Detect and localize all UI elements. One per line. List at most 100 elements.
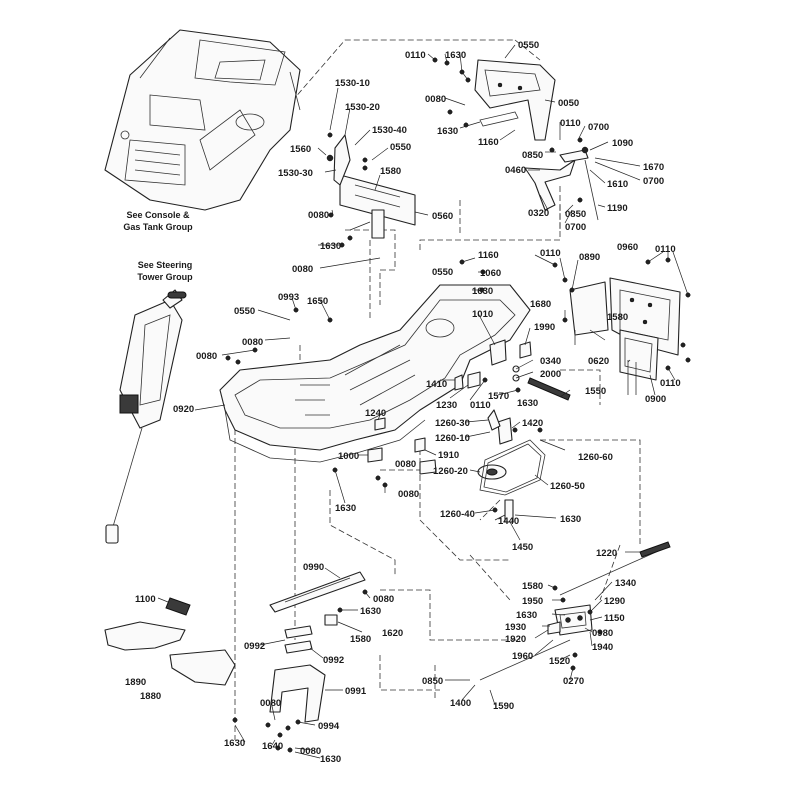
label-0110: 0110	[470, 400, 491, 411]
label-0550: 0550	[518, 40, 539, 51]
label-1550: 1550	[585, 386, 606, 397]
label-2000: 2000	[540, 369, 561, 380]
label-1260-40: 1260-40	[440, 509, 475, 520]
label-1260-10: 1260-10	[435, 433, 470, 444]
label-0270: 0270	[563, 676, 584, 687]
pulley-group	[477, 409, 546, 523]
label-0050: 0050	[558, 98, 579, 109]
label-0700: 0700	[565, 222, 586, 233]
label-0110: 0110	[405, 50, 426, 61]
label-0460: 0460	[505, 165, 526, 176]
label-0980: 0980	[592, 628, 613, 639]
label-1610: 1610	[607, 179, 628, 190]
label-1260-30: 1260-30	[435, 418, 470, 429]
label-0850: 0850	[422, 676, 443, 687]
label-0080: 0080	[300, 746, 321, 757]
label-0080: 0080	[308, 210, 329, 221]
loose-parts	[104, 339, 571, 686]
label-0080: 0080	[425, 94, 446, 105]
seat-rail-group	[269, 571, 366, 723]
label-1090: 1090	[612, 138, 633, 149]
rear-brackets	[569, 277, 681, 395]
label-0990: 0990	[303, 562, 324, 573]
label-0960: 0960	[617, 242, 638, 253]
label-0560: 0560	[432, 211, 453, 222]
label-1880: 1880	[140, 691, 161, 702]
label-1630: 1630	[360, 606, 381, 617]
label-1680: 1680	[530, 299, 551, 310]
label-1630: 1630	[437, 126, 458, 137]
label-0900: 0900	[645, 394, 666, 405]
label-1630: 1630	[516, 610, 537, 621]
label-1620: 1620	[382, 628, 403, 639]
label-1580: 1580	[380, 166, 401, 177]
label-1010: 1010	[472, 309, 493, 320]
label-0992: 0992	[244, 641, 265, 652]
label-0110: 0110	[560, 118, 581, 129]
label-0110: 0110	[540, 248, 561, 259]
label-1630: 1630	[472, 286, 493, 297]
label-1630: 1630	[560, 514, 581, 525]
label-1590: 1590	[493, 701, 514, 712]
label-0992: 0992	[323, 655, 344, 666]
label-1960: 1960	[512, 651, 533, 662]
label-1630: 1630	[517, 398, 538, 409]
label-0080: 0080	[260, 698, 281, 709]
svg-text:Tower Group: Tower Group	[137, 272, 193, 282]
label-1450: 1450	[512, 542, 533, 553]
label-1580: 1580	[522, 581, 543, 592]
main-frame	[219, 284, 531, 463]
label-1420: 1420	[522, 418, 543, 429]
label-0993: 0993	[278, 292, 299, 303]
label-1910: 1910	[438, 450, 459, 461]
label-0994: 0994	[318, 721, 340, 732]
label-1570: 1570	[488, 391, 509, 402]
label-1650: 1650	[307, 296, 328, 307]
label-1340: 1340	[615, 578, 636, 589]
label-1220: 1220	[596, 548, 617, 559]
label-1640: 1640	[262, 741, 283, 752]
label-0110: 0110	[655, 244, 676, 255]
label-1160: 1160	[478, 137, 499, 148]
label-1560: 1560	[290, 144, 311, 155]
label-0550: 0550	[234, 306, 255, 317]
svg-text:Gas Tank Group: Gas Tank Group	[123, 222, 193, 232]
label-1440: 1440	[498, 516, 519, 527]
label-1260-50: 1260-50	[550, 481, 585, 492]
label-0890: 0890	[579, 252, 600, 263]
label-1150: 1150	[604, 613, 625, 624]
label-1530-30: 1530-30	[278, 168, 313, 179]
label-1940: 1940	[592, 642, 613, 653]
label-0620: 0620	[588, 356, 609, 367]
svg-text:See Steering: See Steering	[138, 260, 193, 270]
label-0080: 0080	[196, 351, 217, 362]
label-1990: 1990	[534, 322, 555, 333]
label-1630: 1630	[320, 754, 341, 765]
label-1920: 1920	[505, 634, 526, 645]
label-1400: 1400	[450, 698, 471, 709]
label-1000: 1000	[338, 451, 359, 462]
label-1630: 1630	[335, 503, 356, 514]
svg-text:See Console &: See Console &	[126, 210, 190, 220]
label-1930: 1930	[505, 622, 526, 633]
label-1530-40: 1530-40	[372, 125, 407, 136]
label-1410: 1410	[426, 379, 447, 390]
note-steering-group: See Steering Tower Group	[137, 260, 193, 282]
label-1630: 1630	[445, 50, 466, 61]
leader-lines	[157, 44, 689, 759]
label-1580: 1580	[607, 312, 628, 323]
label-1950: 1950	[522, 596, 543, 607]
label-1580: 1580	[350, 634, 371, 645]
label-0700: 0700	[588, 122, 609, 133]
hood-console	[104, 29, 301, 211]
label-0550: 0550	[432, 267, 453, 278]
label-1160: 1160	[478, 250, 499, 261]
label-1890: 1890	[125, 677, 146, 688]
label-1630: 1630	[320, 241, 341, 252]
label-1530-10: 1530-10	[335, 78, 370, 89]
label-0080: 0080	[242, 337, 263, 348]
label-0080: 0080	[395, 459, 416, 470]
label-0991: 0991	[345, 686, 367, 697]
label-1240: 1240	[365, 408, 386, 419]
label-1190: 1190	[607, 203, 628, 214]
